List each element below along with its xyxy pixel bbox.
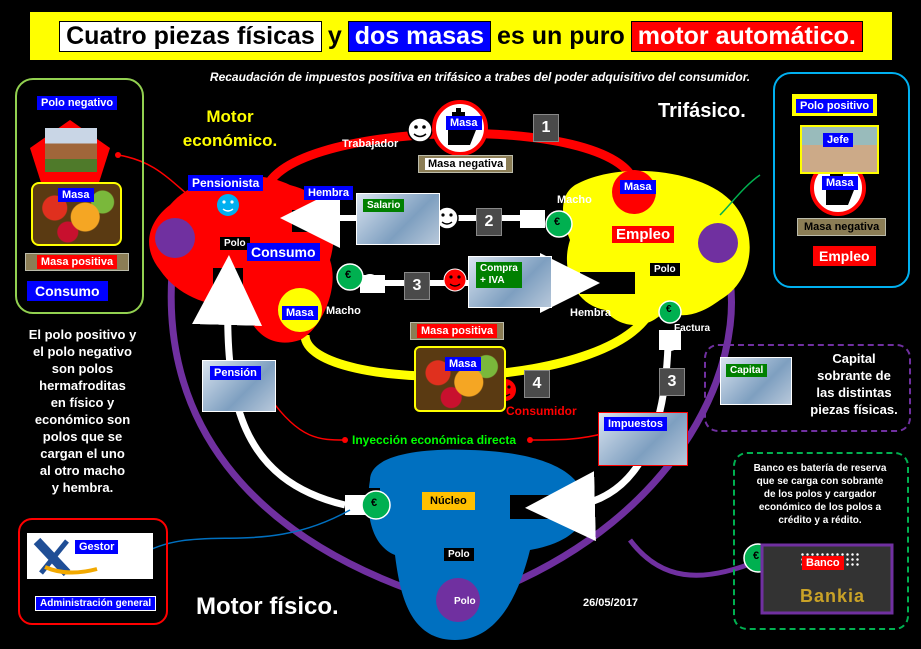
number-2: 2 — [476, 208, 502, 236]
polo-right-label: Polo — [650, 263, 680, 276]
polo-positivo-box: Polo positivo — [792, 94, 878, 116]
heading-trifasico: Trifásico. — [658, 100, 746, 122]
masa-center-label: Masa — [445, 357, 481, 371]
gestor-box — [18, 518, 168, 625]
consumo-label: Consumo — [247, 243, 320, 261]
agencia-logo-icon — [33, 537, 98, 577]
left-masa-positiva-text: Masa positiva — [36, 255, 118, 269]
plug-nucleo — [345, 495, 367, 515]
banco-note-box — [733, 452, 909, 630]
title-part2: y — [327, 21, 342, 50]
pensionista-label: Pensionista — [188, 175, 264, 191]
left-consumo-label: Consumo — [27, 281, 108, 301]
house-photo — [45, 128, 97, 172]
purple-pole-left — [155, 218, 195, 258]
capital-note-box — [704, 344, 911, 432]
admin-label: Administración general — [35, 596, 157, 611]
heading-motor-fisico: Motor físico. — [196, 593, 339, 620]
subtitle: Recaudación de impuestos positiva en tri… — [209, 70, 751, 84]
title-part1: Cuatro piezas físicas — [59, 20, 322, 52]
euro-factura: € — [666, 304, 672, 315]
number-3b: 3 — [659, 368, 685, 396]
banco-note-text: Banco es batería de reserva que se carga… — [753, 463, 887, 526]
hembra-left-label: Hembra — [304, 186, 353, 200]
title-part5: motor automático. — [630, 20, 863, 52]
purple-link-bank — [628, 538, 761, 578]
arrow-pension — [192, 255, 346, 509]
gestor-label: Gestor — [75, 540, 119, 554]
purple-pole-right — [698, 223, 738, 263]
empleo-label: Empleo — [612, 226, 675, 243]
title-bar: Cuatro piezas físicas y dos masas es un … — [30, 12, 892, 60]
smiley-pensionista-icon — [217, 194, 239, 216]
polo-bottom-label: Polo — [454, 596, 476, 607]
salario-label: Salario — [363, 199, 405, 212]
capital-note-text: Capital sobrante de las distintas piezas… — [810, 351, 898, 417]
date-label: 26/05/2017 — [583, 597, 639, 609]
capital-label: Capital — [726, 364, 768, 377]
compra-label: Compra + IVA — [476, 262, 522, 288]
heading-motor-economico: Motor económico. — [182, 107, 278, 150]
inyeccion-label: Inyección económica directa — [348, 432, 521, 448]
socket-nucleo-right — [510, 495, 555, 519]
number-3: 3 — [404, 272, 430, 300]
hembra-right-label: Hembra — [570, 307, 611, 319]
masa-left-bottom-label: Masa — [282, 306, 318, 320]
right-masa-label: Masa — [822, 176, 858, 190]
polo-negativo-label: Polo negativo — [37, 96, 118, 110]
polo-positivo-label: Polo positivo — [796, 99, 874, 113]
nucleo-label: Núcleo — [422, 492, 475, 510]
right-panel — [773, 72, 910, 288]
left-panel — [15, 78, 144, 314]
smiley-trabajador-icon — [407, 117, 433, 143]
polo-core-label: Polo — [444, 548, 474, 561]
purple-loop-left — [167, 244, 442, 604]
title-part3: dos masas — [347, 20, 491, 52]
number-1: 1 — [533, 114, 559, 142]
left-masa-positiva: Masa positiva — [25, 253, 129, 271]
euro-coin-salario — [545, 210, 573, 238]
trabajador-label: Trabajador — [342, 138, 399, 150]
right-empleo-label: Empleo — [813, 246, 876, 266]
title-part4: es un puro — [497, 21, 625, 50]
euro-banco: € — [753, 550, 760, 562]
factura-label: Factura — [674, 323, 711, 334]
masa-negativa-top-text: Masa negativa — [425, 158, 507, 170]
pension-label: Pensión — [210, 366, 261, 380]
nucleo-blob — [368, 449, 586, 640]
euro-nucleo: € — [371, 497, 378, 509]
socket-empleo-left — [580, 272, 635, 294]
jefe-label: Jefe — [823, 133, 854, 147]
fruit-photo-center — [414, 346, 506, 412]
left-masa-label: Masa — [58, 188, 94, 202]
euro-coin-compra — [336, 263, 364, 291]
euro-compra: € — [345, 269, 352, 281]
euro-coin-nucleo — [361, 490, 391, 520]
masa-top-label: Masa — [446, 116, 482, 130]
number-4: 4 — [524, 370, 550, 398]
bankia-wordmark: Bankia — [800, 586, 866, 606]
right-masa-negativa-label: Masa negativa — [797, 218, 887, 236]
masa-positiva-center: Masa positiva — [410, 322, 505, 340]
macho-left-label: Macho — [326, 305, 361, 317]
purple-pole-bottom — [436, 578, 480, 622]
macho-right-label: Macho — [557, 194, 592, 206]
plug-compra-circle — [361, 274, 379, 292]
consumidor-label: Consumidor — [506, 404, 577, 418]
smiley-compra-icon — [443, 268, 467, 292]
euro-coin-factura — [658, 300, 682, 324]
masa-right-label: Masa — [620, 180, 656, 194]
plug-factura-circle — [661, 333, 679, 351]
impuestos-label: Impuestos — [604, 417, 668, 431]
masa-positiva-center-text: Masa positiva — [417, 324, 498, 338]
masa-negativa-top: Masa negativa — [418, 155, 514, 173]
banco-label: Banco — [802, 556, 844, 570]
polo-left-label: Polo — [220, 237, 250, 250]
polos-paragraph: El polo positivo y el polo negativo son … — [28, 327, 137, 495]
plug-salario-circle — [527, 210, 545, 228]
euro-salario: € — [554, 216, 561, 228]
